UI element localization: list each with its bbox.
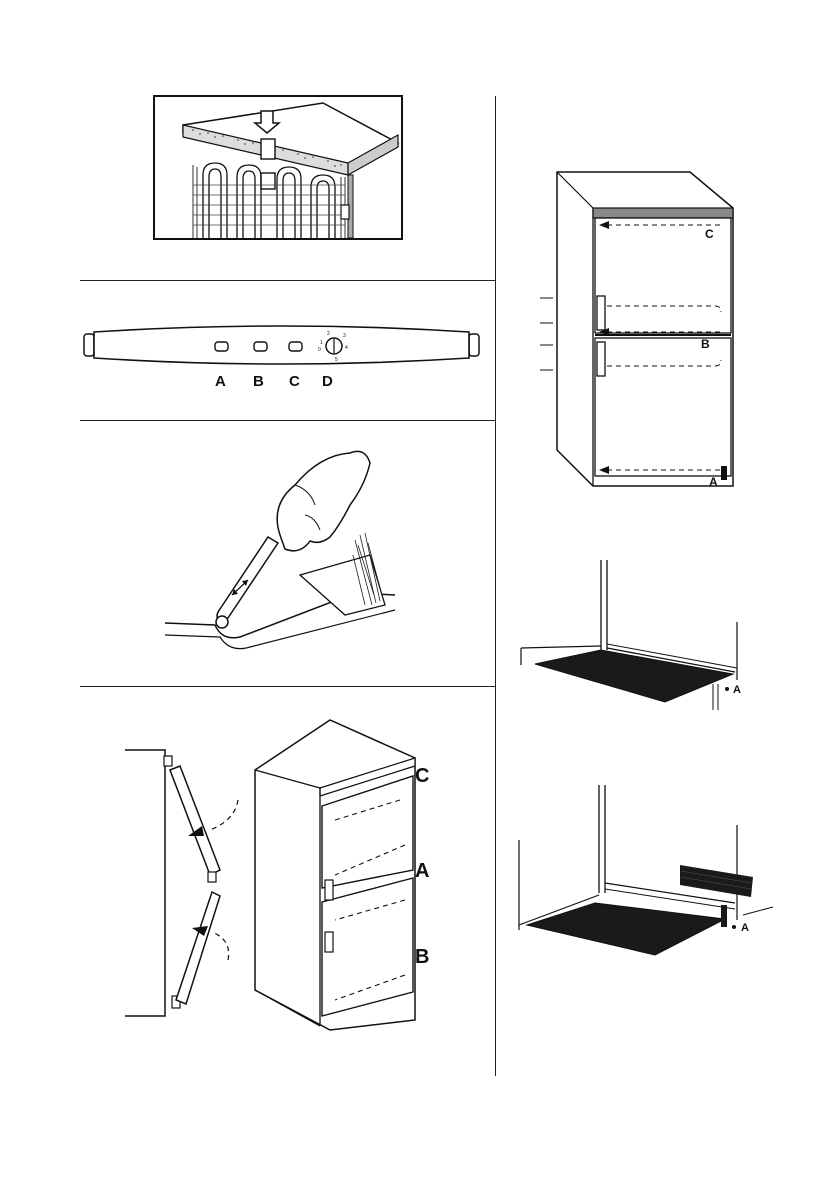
control-label-c: C <box>289 373 300 390</box>
label-b: B <box>701 337 710 351</box>
dial-number: 0 <box>318 347 321 353</box>
label-b: B <box>415 946 429 968</box>
dial-number: 5 <box>335 357 338 363</box>
figure-hand-tool <box>160 445 400 655</box>
label-c: C <box>415 765 429 787</box>
label-c: C <box>705 227 714 241</box>
figure-control-panel: 0 1 2 3 4 5 A B C D <box>82 320 487 400</box>
section-divider-1 <box>80 280 495 281</box>
column-divider <box>495 96 496 1076</box>
dial-number: 1 <box>320 340 323 346</box>
section-divider-2 <box>80 420 495 421</box>
figure-door-reversal: C A B <box>120 720 440 1040</box>
figure-base-detail-1: A <box>515 560 765 710</box>
figure-top-grille <box>153 95 403 240</box>
dial-number: 3 <box>343 333 346 339</box>
label-a: A <box>733 684 741 696</box>
control-label-b: B <box>253 373 264 390</box>
dial-number: 4 <box>345 345 348 351</box>
label-a: A <box>415 860 429 882</box>
control-label-a: A <box>215 373 226 390</box>
label-a: A <box>709 475 718 489</box>
control-label-d: D <box>322 373 333 390</box>
section-divider-3 <box>80 686 495 687</box>
figure-base-detail-2: A <box>515 785 775 965</box>
label-a: A <box>741 922 749 934</box>
dial-number: 2 <box>327 331 330 337</box>
figure-fridge-arrows: C B A <box>535 170 735 490</box>
